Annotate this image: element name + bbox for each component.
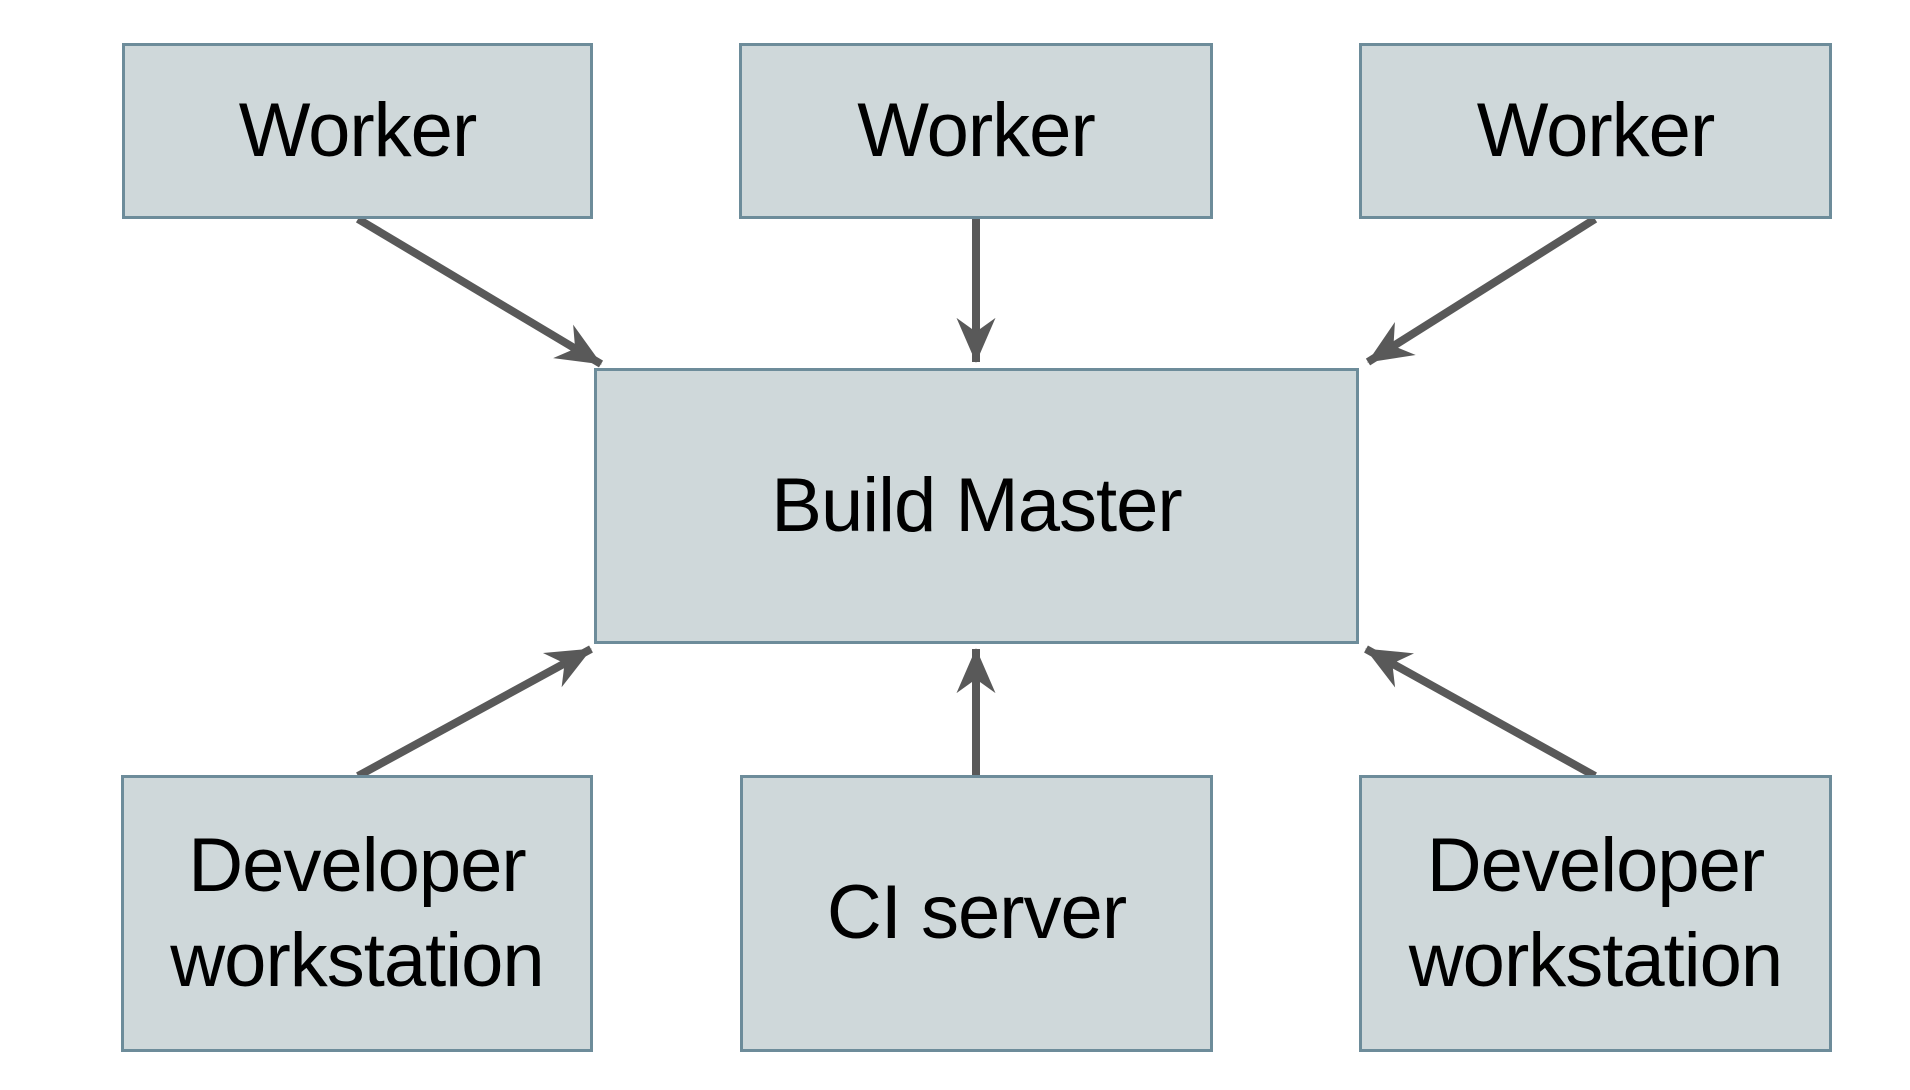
node-developer-workstation-right-label: Developer workstation: [1408, 823, 1783, 1003]
node-worker-2: Worker: [739, 43, 1213, 219]
arrow-worker-3-to-build-master: [1365, 215, 1598, 366]
node-worker-1-label: Worker: [238, 87, 478, 173]
arrow-developer-workstation-left-to-build-master: [356, 645, 593, 780]
node-developer-workstation-right: Developer workstation: [1359, 775, 1832, 1052]
node-build-master-label: Build Master: [771, 462, 1182, 548]
node-build-master: Build Master: [594, 368, 1359, 644]
arrow-developer-workstation-right-to-build-master: [1364, 645, 1597, 780]
arrow-worker-1-to-build-master: [355, 215, 604, 368]
node-ci-server-label: CI server: [826, 870, 1127, 956]
node-worker-1: Worker: [122, 43, 593, 219]
node-ci-server: CI server: [740, 775, 1213, 1052]
node-developer-workstation-left-label: Developer workstation: [170, 823, 544, 1003]
node-worker-3-label: Worker: [1476, 87, 1716, 173]
node-worker-2-label: Worker: [857, 87, 1096, 173]
node-worker-3: Worker: [1359, 43, 1832, 219]
node-developer-workstation-left: Developer workstation: [121, 775, 593, 1052]
